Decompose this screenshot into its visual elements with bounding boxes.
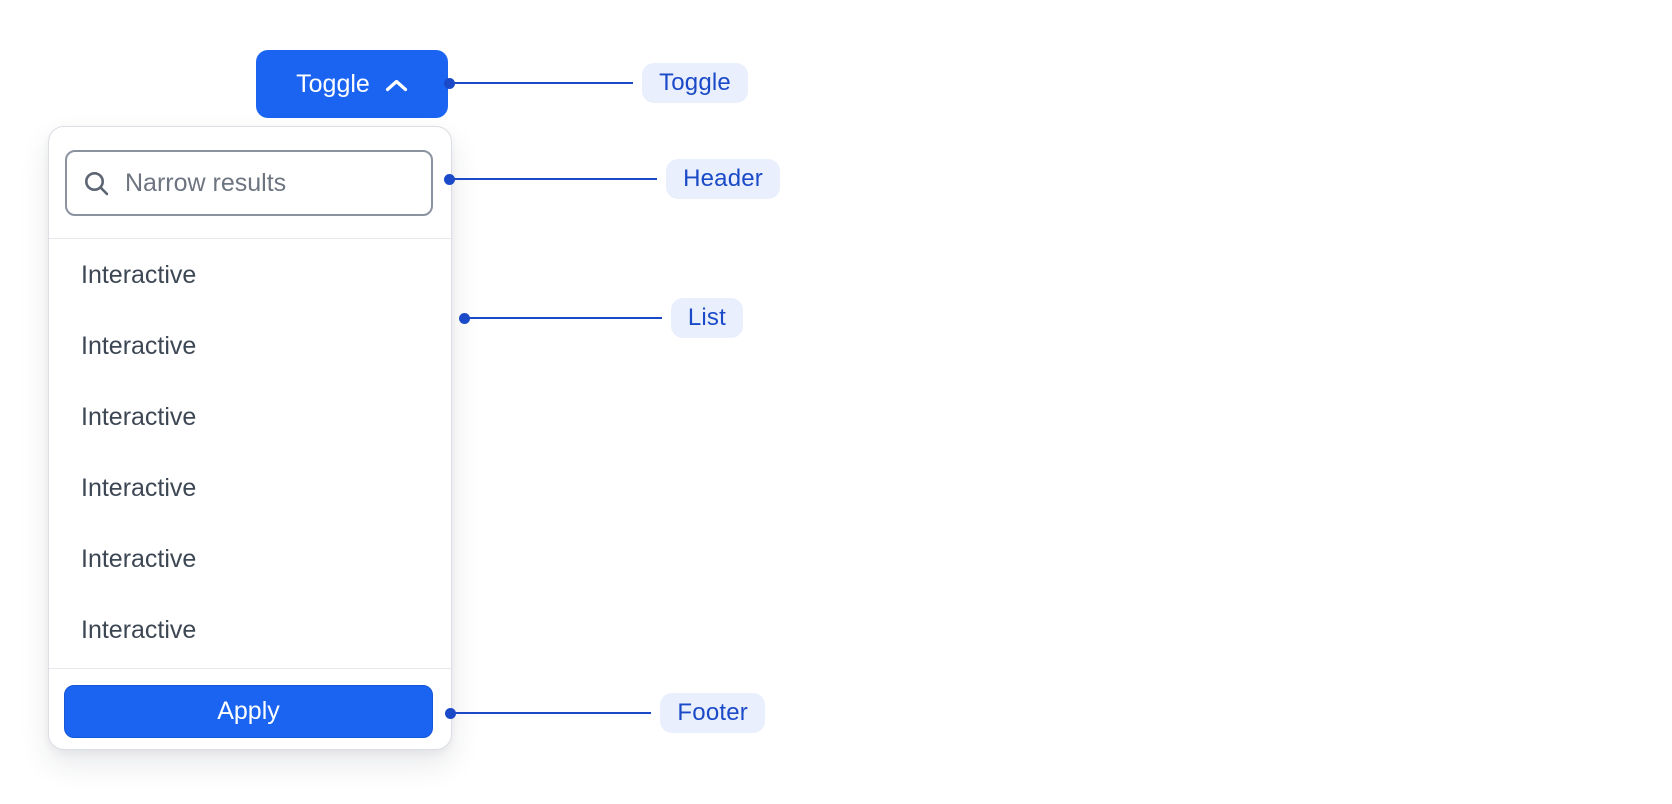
dropdown-footer: Apply bbox=[49, 669, 451, 750]
callout-line bbox=[469, 316, 662, 320]
list-item[interactable]: Interactive bbox=[81, 474, 197, 502]
header-divider bbox=[49, 237, 451, 239]
callout-label-list: List bbox=[670, 298, 743, 338]
options-list: Interactive Interactive Interactive Inte… bbox=[49, 240, 451, 668]
list-item[interactable]: Interactive bbox=[81, 545, 197, 573]
callout-list: List bbox=[459, 298, 743, 338]
callout-line bbox=[454, 177, 658, 181]
list-item[interactable]: Interactive bbox=[81, 616, 197, 644]
callout-line bbox=[454, 81, 634, 85]
list-item[interactable]: Interactive bbox=[81, 403, 197, 431]
callout-dot bbox=[459, 312, 470, 324]
dropdown-header bbox=[49, 127, 451, 239]
toggle-button-label: Toggle bbox=[296, 69, 370, 98]
callout-toggle: Toggle bbox=[444, 63, 748, 103]
footer-divider bbox=[49, 668, 451, 669]
list-item[interactable]: Interactive bbox=[81, 261, 197, 289]
list-item[interactable]: Interactive bbox=[81, 332, 197, 360]
search-field[interactable] bbox=[65, 150, 433, 216]
callout-label-footer: Footer bbox=[660, 693, 765, 733]
toggle-button[interactable]: Toggle bbox=[256, 50, 448, 118]
callout-footer: Footer bbox=[445, 693, 765, 733]
dropdown-panel: Interactive Interactive Interactive Inte… bbox=[48, 126, 452, 750]
callout-header: Header bbox=[444, 159, 780, 199]
search-input[interactable] bbox=[123, 167, 415, 199]
callout-label-header: Header bbox=[666, 159, 780, 199]
search-icon bbox=[83, 170, 110, 197]
chevron-up-icon bbox=[385, 79, 408, 92]
apply-button[interactable]: Apply bbox=[64, 685, 433, 738]
callout-line bbox=[455, 711, 652, 715]
callout-label-toggle: Toggle bbox=[642, 63, 748, 103]
